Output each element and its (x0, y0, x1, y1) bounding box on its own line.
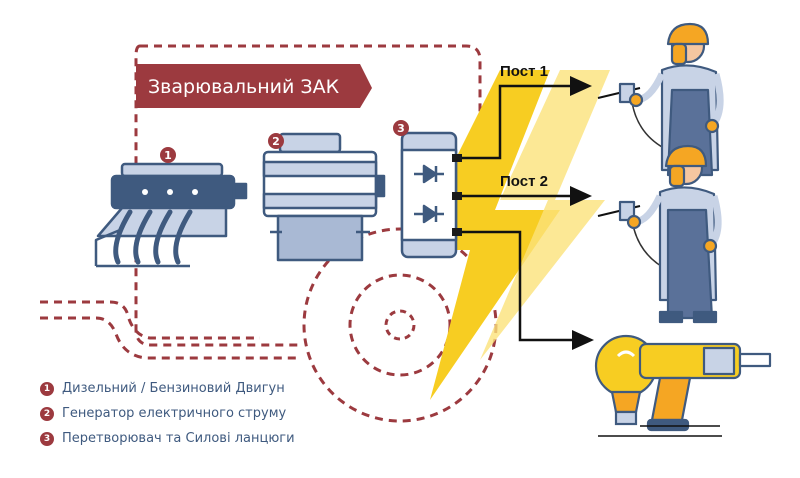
legend-label: Перетворювач та Силові ланцюги (62, 431, 295, 446)
legend-label: Генератор електричного струму (62, 406, 287, 421)
arrow-tools (572, 330, 594, 350)
engine-icon (94, 162, 248, 268)
inverter-icon (400, 131, 462, 259)
output-wires (462, 84, 578, 342)
power-drill-icon (638, 342, 772, 432)
cable-path (40, 300, 260, 340)
banner-background (136, 64, 372, 108)
engine-badge: 1 (160, 147, 176, 163)
cable-coil-inner (384, 309, 416, 341)
legend-item: 1 Дизельний / Бензиновий Двигун (40, 381, 285, 396)
legend-number: 1 (40, 381, 54, 396)
cable-coil-middle (348, 273, 452, 377)
arrow-post1 (570, 76, 592, 96)
banner-title: Зварювальний ЗАК (148, 76, 340, 98)
cable-path-lower (40, 316, 300, 360)
generator-icon (262, 132, 386, 262)
legend-number: 3 (40, 431, 54, 446)
output-label-post1: Пост 1 (500, 63, 548, 80)
legend-item: 3 Перетворювач та Силові ланцюги (40, 431, 295, 446)
inverter-badge: 3 (393, 120, 409, 136)
enclosure-outline (134, 44, 482, 347)
legend-item: 2 Генератор електричного струму (40, 406, 286, 421)
arrow-post2 (570, 186, 592, 206)
welder-icon (597, 144, 722, 324)
legend-label: Дизельний / Бензиновий Двигун (62, 381, 285, 396)
lightning-bolt-icon (410, 70, 610, 400)
generator-badge: 2 (268, 133, 284, 149)
output-label-post2: Пост 2 (500, 173, 548, 190)
legend-number: 2 (40, 406, 54, 421)
